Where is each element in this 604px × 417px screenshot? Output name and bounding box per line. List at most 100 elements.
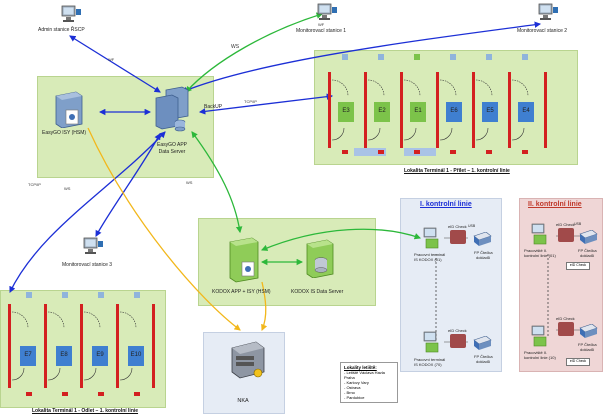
- workstation-icon: [423, 331, 439, 353]
- line2-fp-top-l1: FP Čtečka: [578, 248, 597, 253]
- legend-item: - Ostrava: [344, 385, 361, 390]
- line2-echeck-bot: [558, 322, 574, 336]
- line2-echeck-top: [558, 228, 574, 242]
- easygo-app-server: [152, 86, 192, 132]
- easygo-isy-server: [52, 90, 86, 129]
- workstation-icon: [531, 325, 547, 347]
- link-kodox-line1: [260, 228, 422, 251]
- line1-echeck-top: [450, 230, 466, 244]
- nka-device: [230, 340, 266, 380]
- line1-ws-top-l2: IS KODOX (01): [414, 257, 442, 262]
- server-icon: [229, 237, 259, 283]
- workstation-icon: [531, 223, 547, 245]
- server-icon: [55, 91, 83, 129]
- link-label-ws1: WS: [231, 44, 240, 50]
- line2-usb-top: USB: [574, 222, 582, 226]
- backup-label: BackUP: [204, 104, 223, 110]
- line1-fp-bot-l2: dokladů: [476, 359, 491, 364]
- gate-e1: E1: [410, 102, 426, 122]
- line1-title: I. kontrolní linie: [420, 201, 472, 208]
- admin-label: Admin stanice ŘSCP: [38, 27, 85, 33]
- line1-fp-top: [472, 231, 492, 246]
- document-reader-icon: [579, 323, 598, 338]
- line2-ws-bot-l1: Pracoviště II.: [524, 350, 548, 355]
- easygo-app-label-2: Data Server: [158, 149, 186, 155]
- link-isy-nka: [87, 127, 241, 331]
- legend-item: - Letiště Václava Havla Praha: [344, 370, 385, 380]
- mon1-workstation: [316, 2, 338, 24]
- gate-e9: E9: [92, 346, 108, 366]
- server-cluster-icon: [155, 86, 189, 132]
- line1-ws-bot-l1: Pracovní terminál: [414, 357, 446, 362]
- line2-echeck-box-top: eID Check: [566, 262, 590, 270]
- admin-workstation: [60, 4, 82, 26]
- monitor-icon: [61, 5, 81, 22]
- kodox-app-server: [226, 236, 262, 284]
- line1-fp-top-l2: dokladů: [476, 255, 491, 260]
- monitor-icon: [317, 3, 337, 20]
- database-server-icon: [306, 239, 334, 279]
- mon2-label: Monitorovací stanice 2: [517, 28, 568, 34]
- line2-fp-bot: [578, 323, 598, 338]
- line2-fp-bot-l2: dokladů: [580, 347, 595, 352]
- line2-fp-bot-l1: FP Čtečka: [578, 342, 597, 347]
- line1-echeck-top-label: eID Check: [448, 224, 467, 229]
- line1-fp-top-l1: FP Čtečka: [474, 250, 493, 255]
- link-label-ws2: WS: [64, 186, 71, 191]
- gate-e5: E5: [482, 102, 498, 122]
- link-app-terminal2: [9, 131, 166, 293]
- line2-echeck-top-label: eID Check: [556, 222, 575, 227]
- arrivals-caption: Lokalita Terminál 1 - Přílet – 1. kontro…: [404, 168, 510, 174]
- gate-e10: E10: [128, 346, 144, 366]
- line2-echeck-bot-label: eID Check: [556, 316, 575, 321]
- link-app-terminal1: [198, 93, 334, 115]
- mon1-label: Monitorovací stanice 1: [296, 28, 347, 34]
- mon2-workstation: [537, 2, 559, 24]
- document-reader-icon: [579, 229, 598, 244]
- line1-fp-bot-l1: FP Čtečka: [474, 354, 493, 359]
- easygo-app-label-1: EasyGO APP: [156, 142, 187, 148]
- gate-e6: E6: [446, 102, 462, 122]
- line2-ws-bot: [530, 324, 550, 348]
- link-app-mon3: [95, 133, 161, 237]
- document-reader-icon: [473, 335, 492, 350]
- line1-echeck-bot: [450, 334, 466, 348]
- link-app-kodox: [191, 131, 243, 234]
- departures-terminal: E7 E8 E9 E10: [0, 290, 164, 406]
- line2-fp-top: [578, 229, 598, 244]
- kodox-app-label: KODOX APP + ISY (HSM): [212, 289, 271, 295]
- line2-echeck-box-bot: eID Check: [566, 358, 590, 366]
- line1-usb-top: USB: [468, 224, 476, 228]
- link-label-ws3: WS: [186, 180, 193, 185]
- link-kodox-nka: [261, 281, 268, 331]
- monitor-icon: [538, 3, 558, 20]
- mon3-workstation: [82, 236, 104, 258]
- legend-item: - Brno: [344, 390, 355, 395]
- link-mon1-app: [185, 12, 324, 93]
- gate-e8: E8: [56, 346, 72, 366]
- gate-row-graphics: [328, 54, 547, 156]
- line2-ws-top: [530, 222, 550, 246]
- gate-e3: E3: [338, 102, 354, 122]
- monitor-icon: [83, 237, 103, 254]
- legend-title: Lokality letiště:: [344, 365, 377, 370]
- gate-e7: E7: [20, 346, 36, 366]
- hsm-device-icon: [231, 341, 265, 379]
- line2-ws-bot-l2: kontrolní linie (10): [524, 355, 556, 360]
- nka-label: NKA: [237, 398, 249, 404]
- line1-ws-top: [422, 226, 442, 250]
- kodox-data-label: KODOX IS Data Server: [291, 289, 344, 295]
- line1-fp-bot: [472, 335, 492, 350]
- line1-ws-top-l1: Pracovní terminál: [414, 252, 446, 257]
- line2-title: II. kontrolní linie: [528, 201, 582, 208]
- workstation-icon: [423, 227, 439, 249]
- line1-ws-bot-l2: IS KODOX (70): [414, 362, 442, 367]
- line2-ws-top-l1: Pracoviště II.: [524, 248, 548, 253]
- link-label-wf1: WF: [108, 57, 115, 62]
- kodox-data-server: [303, 238, 337, 279]
- line2-fp-top-l2: dokladů: [580, 253, 595, 258]
- document-reader-icon: [473, 231, 492, 246]
- arrivals-terminal: E3 E2 E1 E6 E5 E4: [314, 50, 576, 163]
- line2-ws-top-l2: kontrolní linie (01): [524, 253, 556, 258]
